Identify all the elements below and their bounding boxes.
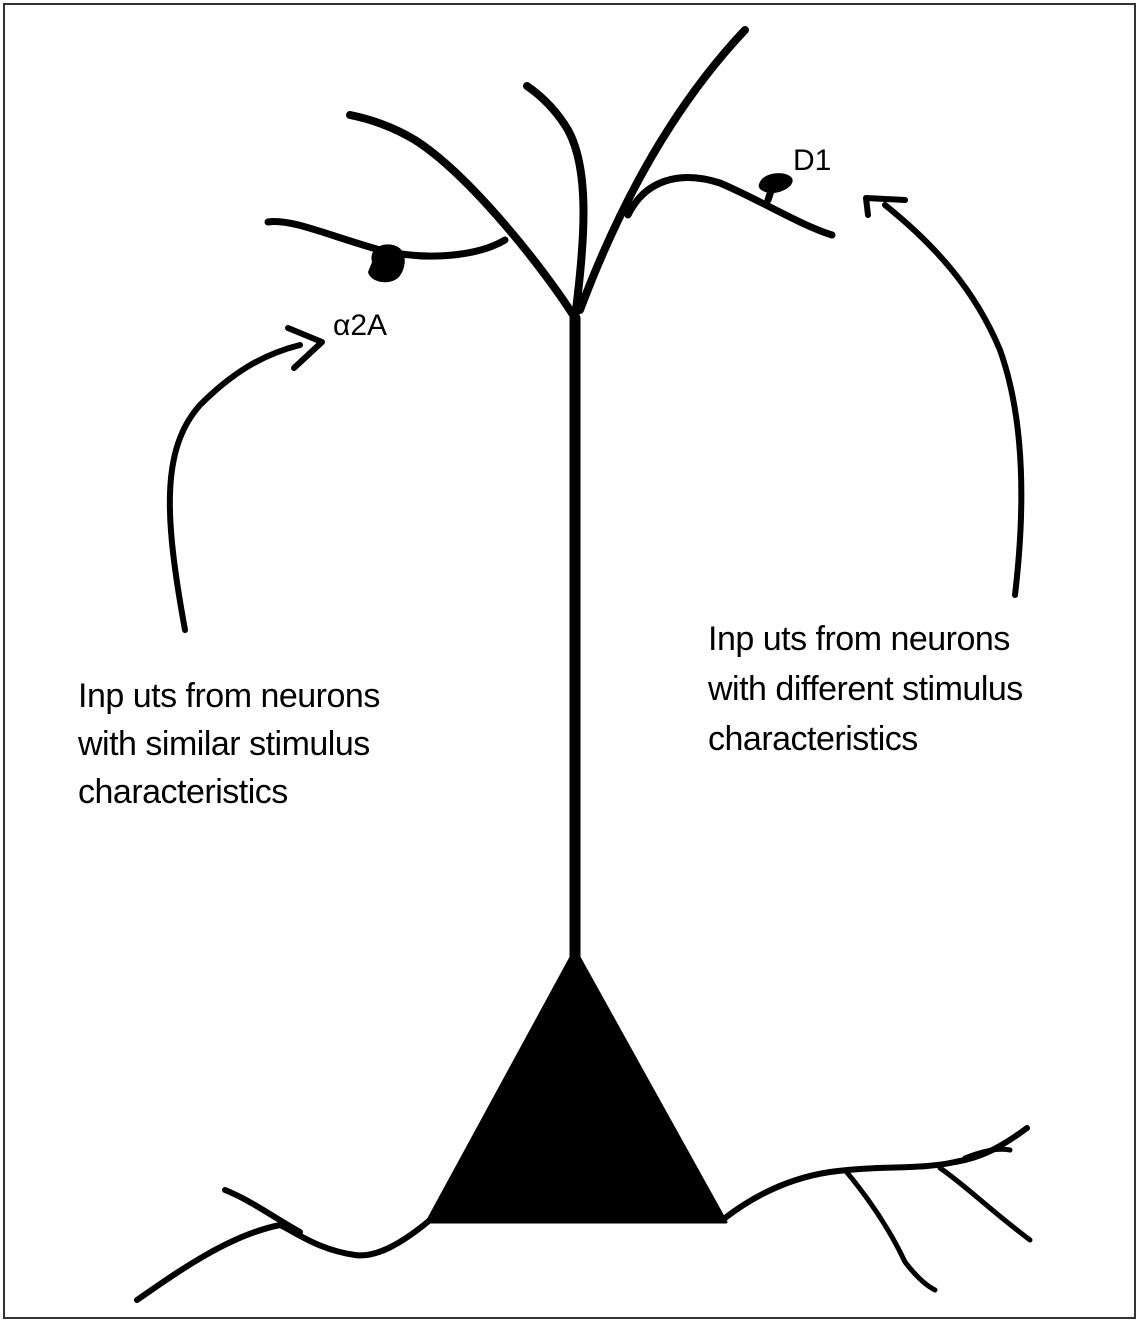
d1-label: D1 (793, 144, 831, 177)
right-caption-line-2: with different stimulus (707, 670, 1023, 708)
left-caption-line-3: characteristics (78, 773, 288, 811)
left-caption-line-1: Inp uts from neurons (78, 677, 380, 715)
left-caption-line-2: with similar stimulus (77, 725, 370, 763)
alpha2a-label: α2A (333, 309, 387, 342)
right-caption-line-3: characteristics (708, 720, 918, 758)
right-caption-line-1: Inp uts from neurons (708, 620, 1010, 658)
